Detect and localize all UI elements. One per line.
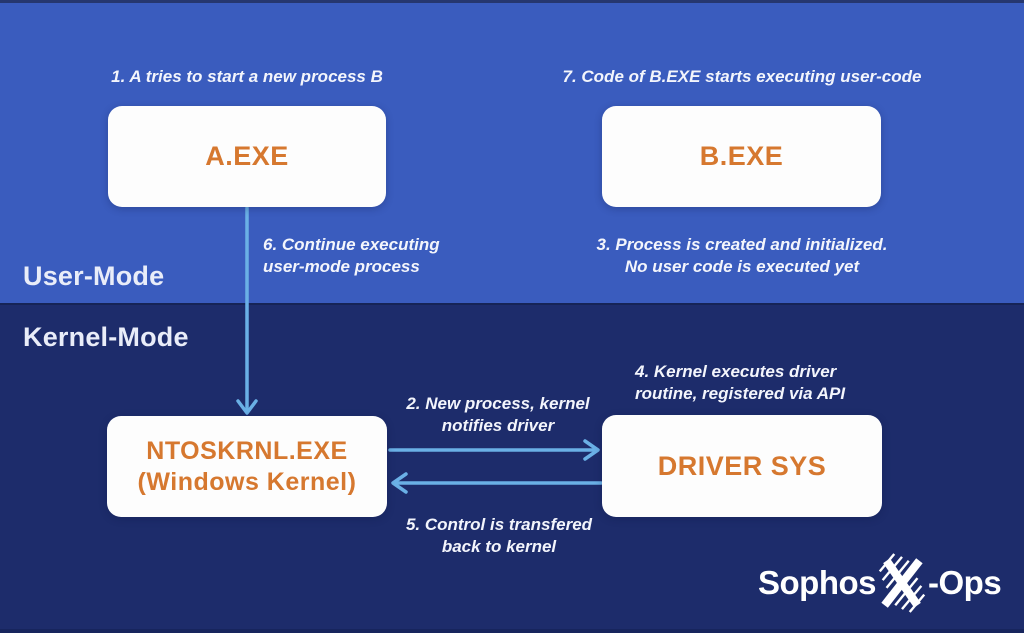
sophos-x-ops-logo: Sophos -Ops	[758, 549, 1002, 617]
b-exe-label: B.EXE	[699, 141, 784, 171]
bottom-edge-strip	[0, 629, 1024, 633]
step-1-annotation: 1. A tries to start a new process B	[111, 67, 383, 86]
step-2-annotation: 2. New process, kernel notifies driver	[406, 394, 590, 435]
driver-sys-label: DRIVER SYS	[657, 450, 827, 481]
step-5-annotation: 5. Control is transfered back to kernel	[405, 515, 593, 556]
driver-sys-box: DRIVER SYS	[602, 415, 882, 517]
ntoskrnl-label: NTOSKRNL.EXE (Windows Kernel)	[137, 436, 357, 496]
ntoskrnl-box: NTOSKRNL.EXE (Windows Kernel)	[107, 416, 387, 517]
step-3-annotation: 3. Process is created and initialized. N…	[596, 235, 888, 276]
a-exe-label: A.EXE	[205, 141, 289, 171]
kernel-mode-label: Kernel-Mode	[23, 322, 189, 352]
user-mode-label: User-Mode	[23, 261, 165, 291]
step-7-annotation: 7. Code of B.EXE starts executing user-c…	[562, 67, 922, 86]
logo-suffix-text: -Ops	[928, 564, 1002, 601]
top-edge-strip	[0, 0, 1024, 3]
logo-brand-text: Sophos	[758, 564, 877, 601]
b-exe-box: B.EXE	[602, 106, 881, 207]
step-4-annotation: 4. Kernel executes driver routine, regis…	[635, 362, 846, 403]
x-ops-cross-icon	[878, 553, 926, 613]
a-exe-box: A.EXE	[108, 106, 386, 207]
step-6-annotation: 6. Continue executing user-mode process	[263, 235, 440, 276]
